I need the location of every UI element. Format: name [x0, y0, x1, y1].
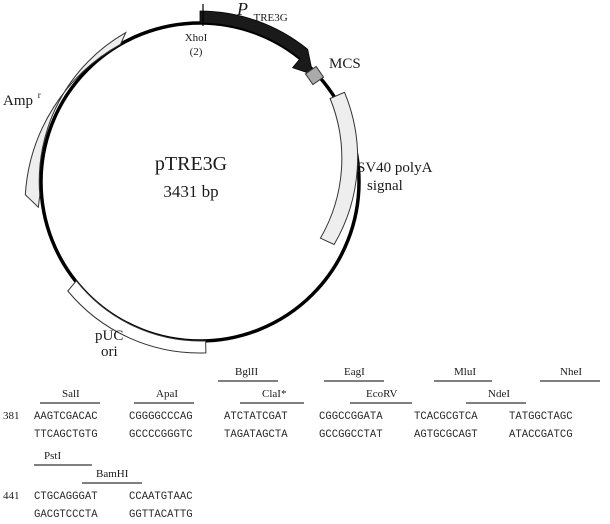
site-label-apai: ApaI: [156, 388, 178, 400]
seq-block: CCAATGTAAC: [129, 491, 193, 503]
site-label-sali: SalI: [62, 388, 80, 400]
site-label-ndei: NdeI: [488, 388, 510, 400]
site-label-ecorv: EcoRV: [366, 388, 398, 400]
sv40-polya-feature: [319, 91, 359, 246]
seq-block: GGTTACATTG: [129, 509, 193, 521]
plasmid-map: XhoI (2) P TRE3G MCS SV40 polyA signal A…: [3, 0, 433, 360]
sv40-polya-label-line2: signal: [367, 178, 403, 194]
seq-block: GACGTCCCTA: [34, 509, 98, 521]
site-label-psti: PstI: [44, 450, 61, 462]
seq-block: TATGGCTAGC: [509, 411, 573, 423]
sequence-row-441: PstI BamHI 441 CTGCAGGGAT CCAATGTAAC GAC…: [3, 450, 193, 521]
sequence-position-381: 381: [3, 410, 20, 422]
seq-block: CGGGGCCCAG: [129, 411, 193, 423]
site-label-clai: ClaI*: [262, 388, 286, 400]
plasmid-name: pTRE3G: [155, 153, 227, 175]
seq-block: CTGCAGGGAT: [34, 491, 98, 503]
seq-block: AGTGCGCAGT: [414, 429, 478, 441]
ampr-gene-arrow: [24, 31, 127, 209]
site-label-nhei: NheI: [560, 366, 582, 378]
promoter-label-subscript: TRE3G: [254, 12, 288, 24]
puc-ori-feature: [67, 280, 207, 354]
restriction-sites-lower: SalI ApaI ClaI* EcoRV NdeI: [40, 388, 526, 404]
ptre3g-promoter-arrow: [199, 10, 314, 76]
seq-block: AAGTCGACAC: [34, 411, 98, 423]
restriction-sites-upper: BglII EagI MluI NheI: [218, 366, 600, 382]
site-label-eagi: EagI: [344, 366, 365, 378]
mcs-label: MCS: [329, 56, 361, 72]
seq-block: ATCTATCGAT: [224, 411, 288, 423]
site-label-mlui: MluI: [454, 366, 476, 378]
seq-block: CGGCCGGATA: [319, 411, 383, 423]
xhoi-position-label: (2): [190, 46, 203, 58]
plasmid-size: 3431 bp: [163, 182, 218, 201]
seq-block: ATACCGATCG: [509, 429, 573, 441]
puc-ori-label-line1: pUC: [95, 328, 123, 344]
sv40-polya-label-line1: SV40 polyA: [357, 160, 433, 176]
ampr-label: Amp r: [3, 90, 41, 109]
bottom-strand-441: GACGTCCCTA GGTTACATTG: [34, 509, 193, 521]
site-label-bamhi: BamHI: [96, 468, 129, 480]
sequence-position-441: 441: [3, 490, 20, 502]
seq-block: TCACGCGTCA: [414, 411, 478, 423]
ampr-label-main: Amp: [3, 93, 33, 109]
promoter-label-main: P: [236, 0, 248, 19]
bottom-strand-381: TTCAGCTGTG GCCCCGGGTC TAGATAGCTA GCCGGCC…: [34, 429, 573, 441]
seq-block: TTCAGCTGTG: [34, 429, 98, 441]
seq-block: TAGATAGCTA: [224, 429, 288, 441]
top-strand-441: CTGCAGGGAT CCAATGTAAC: [34, 491, 193, 503]
site-label-bglii: BglII: [235, 366, 259, 378]
promoter-label: P TRE3G: [236, 0, 288, 24]
xhoi-label: XhoI: [185, 32, 208, 44]
seq-block: GCCCCGGGTC: [129, 429, 193, 441]
ampr-label-superscript: r: [38, 90, 41, 100]
mcs-marker: [304, 65, 325, 86]
sequence-row-381: BglII EagI MluI NheI SalI ApaI ClaI* Eco…: [3, 366, 600, 441]
top-strand-381: AAGTCGACAC CGGGGCCCAG ATCTATCGAT CGGCCGG…: [34, 411, 573, 423]
seq-block: GCCGGCCTAT: [319, 429, 383, 441]
puc-ori-label-line2: ori: [101, 344, 118, 360]
